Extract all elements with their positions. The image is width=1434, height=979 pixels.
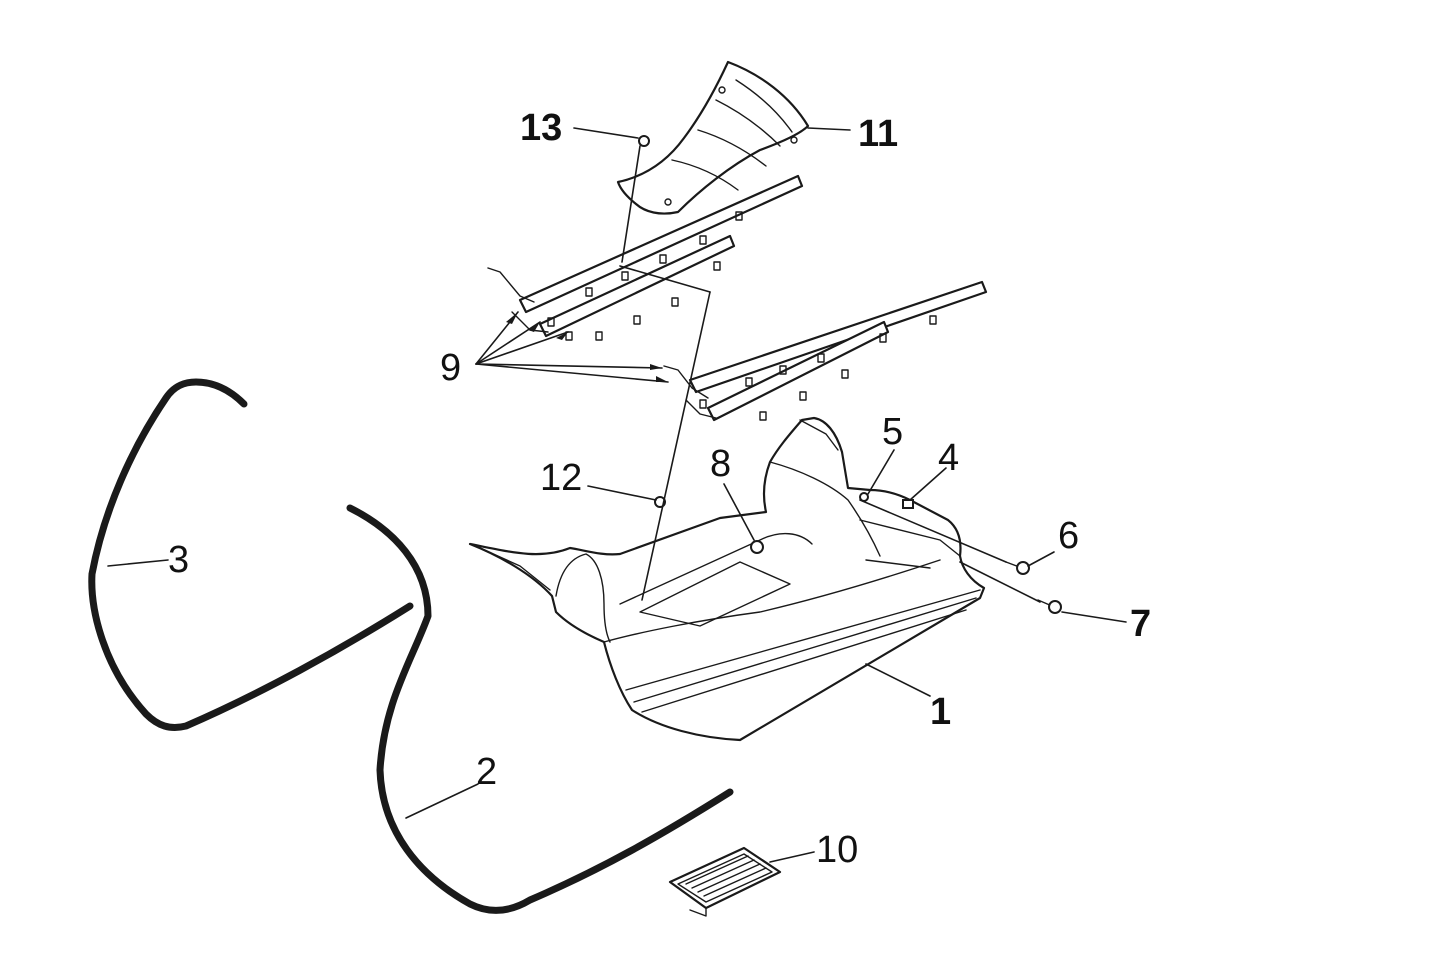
callout-4: 4 <box>938 437 959 479</box>
callout-3: 3 <box>168 539 189 581</box>
callout-6: 6 <box>1058 515 1079 557</box>
part-9-floor-strips-right <box>663 280 988 422</box>
part-11-cover-panel <box>616 60 810 215</box>
callout-13: 13 <box>520 107 562 149</box>
callout-1: 1 <box>930 691 951 733</box>
part-7-screw <box>1037 599 1062 614</box>
part-4-fastener <box>902 499 914 509</box>
part-13-clip <box>638 135 650 147</box>
callout-11: 11 <box>858 113 898 155</box>
leader-lines <box>107 127 1127 863</box>
part-1-floor-body <box>468 416 986 742</box>
callout-labels: 13 11 9 12 8 5 4 6 7 1 3 2 10 <box>168 107 1151 871</box>
part-6-screw <box>1005 561 1030 575</box>
callout-7: 7 <box>1130 603 1151 645</box>
callout-12: 12 <box>540 457 582 499</box>
part-10-vent-grille <box>668 846 782 917</box>
part-8-fastener <box>750 540 764 554</box>
callout-2: 2 <box>476 751 497 793</box>
callout-5: 5 <box>882 411 903 453</box>
part-9-floor-strips-left <box>487 174 804 341</box>
part-2-trim-strip <box>346 504 734 914</box>
part-3-gasket <box>88 378 414 731</box>
callout-9: 9 <box>440 347 461 389</box>
callout-8: 8 <box>710 443 731 485</box>
callout-10: 10 <box>816 829 858 871</box>
